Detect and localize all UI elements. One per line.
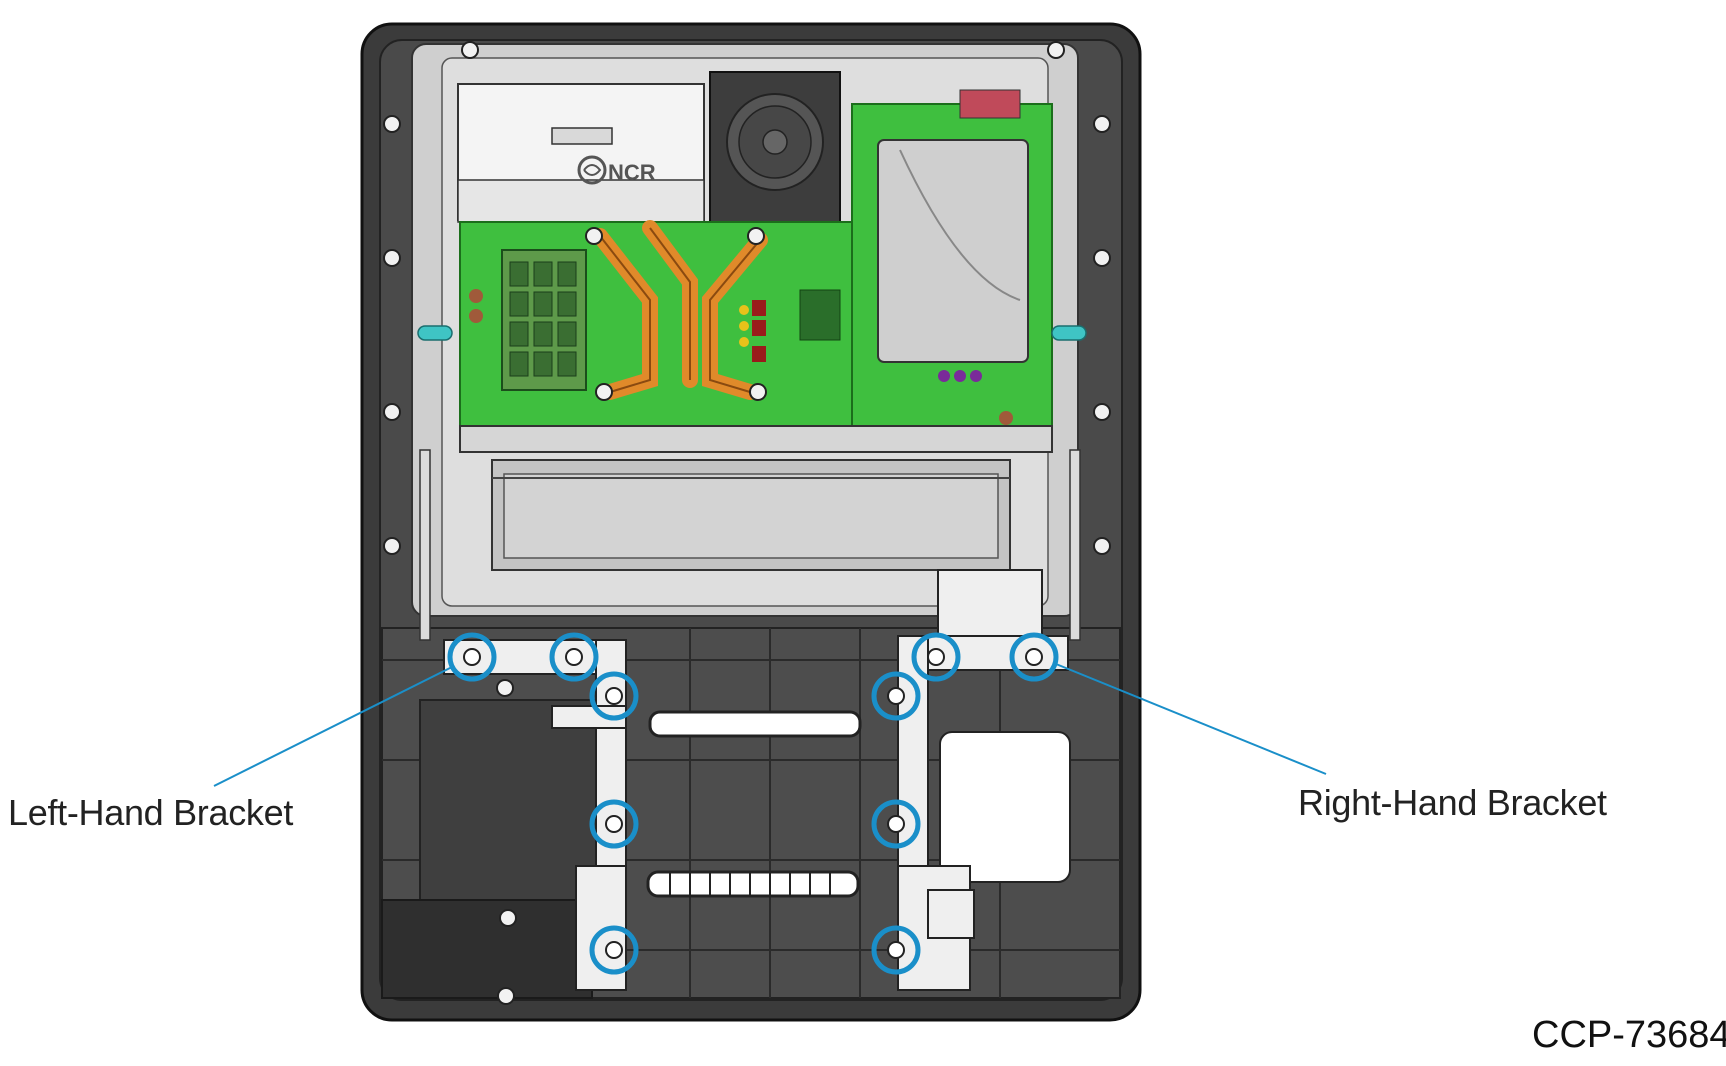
screw-icon [749,383,767,401]
white-cover-lower [457,179,705,223]
base-slot-top [648,710,862,738]
screw-icon [383,403,401,421]
screw-icon [497,987,515,1005]
screw-icon [747,227,765,245]
io-strip [459,425,1053,453]
callout-circles-right [871,632,1059,975]
screw-icon [1093,115,1111,133]
screw-icon [595,383,613,401]
screw-icon [383,249,401,267]
callout-screw-heads [463,648,1043,959]
screw-icon [1047,41,1065,59]
board-components [469,89,1021,425]
screw-icon [871,799,921,849]
right-clip [1051,325,1087,341]
right-leader-line [1055,663,1327,775]
base-left-pocket [419,699,601,901]
lower-metal-shelf-inner [503,473,999,559]
right-bracket-top-plate [937,569,1043,637]
base-slot-bottom [646,870,860,898]
right-side-rail [1069,449,1081,641]
screw-icon [383,537,401,555]
screw-icon [589,671,639,721]
ssd-curve [899,149,1021,301]
screw-icon [549,632,599,682]
screw-icon [589,925,639,975]
screw-icon [911,632,961,682]
screw-icon [461,41,479,59]
screw-icon [1093,249,1111,267]
slot-comb [669,872,831,896]
cover-tab [551,127,613,145]
ncr-logo-text: NCR [608,160,656,185]
chassis-screws [383,41,1111,1005]
screw-icon [1093,537,1111,555]
left-clip [417,325,453,341]
ram-chips [509,261,577,377]
ssd-drive [877,139,1029,363]
screw-icon [1009,632,1059,682]
right-hand-bracket-label: Right-Hand Bracket [1298,782,1607,823]
left-leader-line [213,665,455,787]
screw-icon [1093,403,1111,421]
base-cutout-right [939,731,1071,883]
screw-icon [871,925,921,975]
heatpipes-outline [599,227,761,393]
figure-id: CCP-73684 [1532,1014,1726,1056]
screw-icon [447,632,497,682]
left-hand-bracket-label: Left-Hand Bracket [8,792,294,833]
screw-icon [496,679,514,697]
fan-icon [726,93,824,191]
screw-icon [499,909,517,927]
screw-icon [871,671,921,721]
screw-icon [585,227,603,245]
screw-icon [383,115,401,133]
left-side-rail [419,449,431,641]
screw-icon [589,799,639,849]
base-lower-left-plate [381,899,593,999]
ncr-logo-icon [577,155,607,185]
callout-circles-left [447,632,639,975]
